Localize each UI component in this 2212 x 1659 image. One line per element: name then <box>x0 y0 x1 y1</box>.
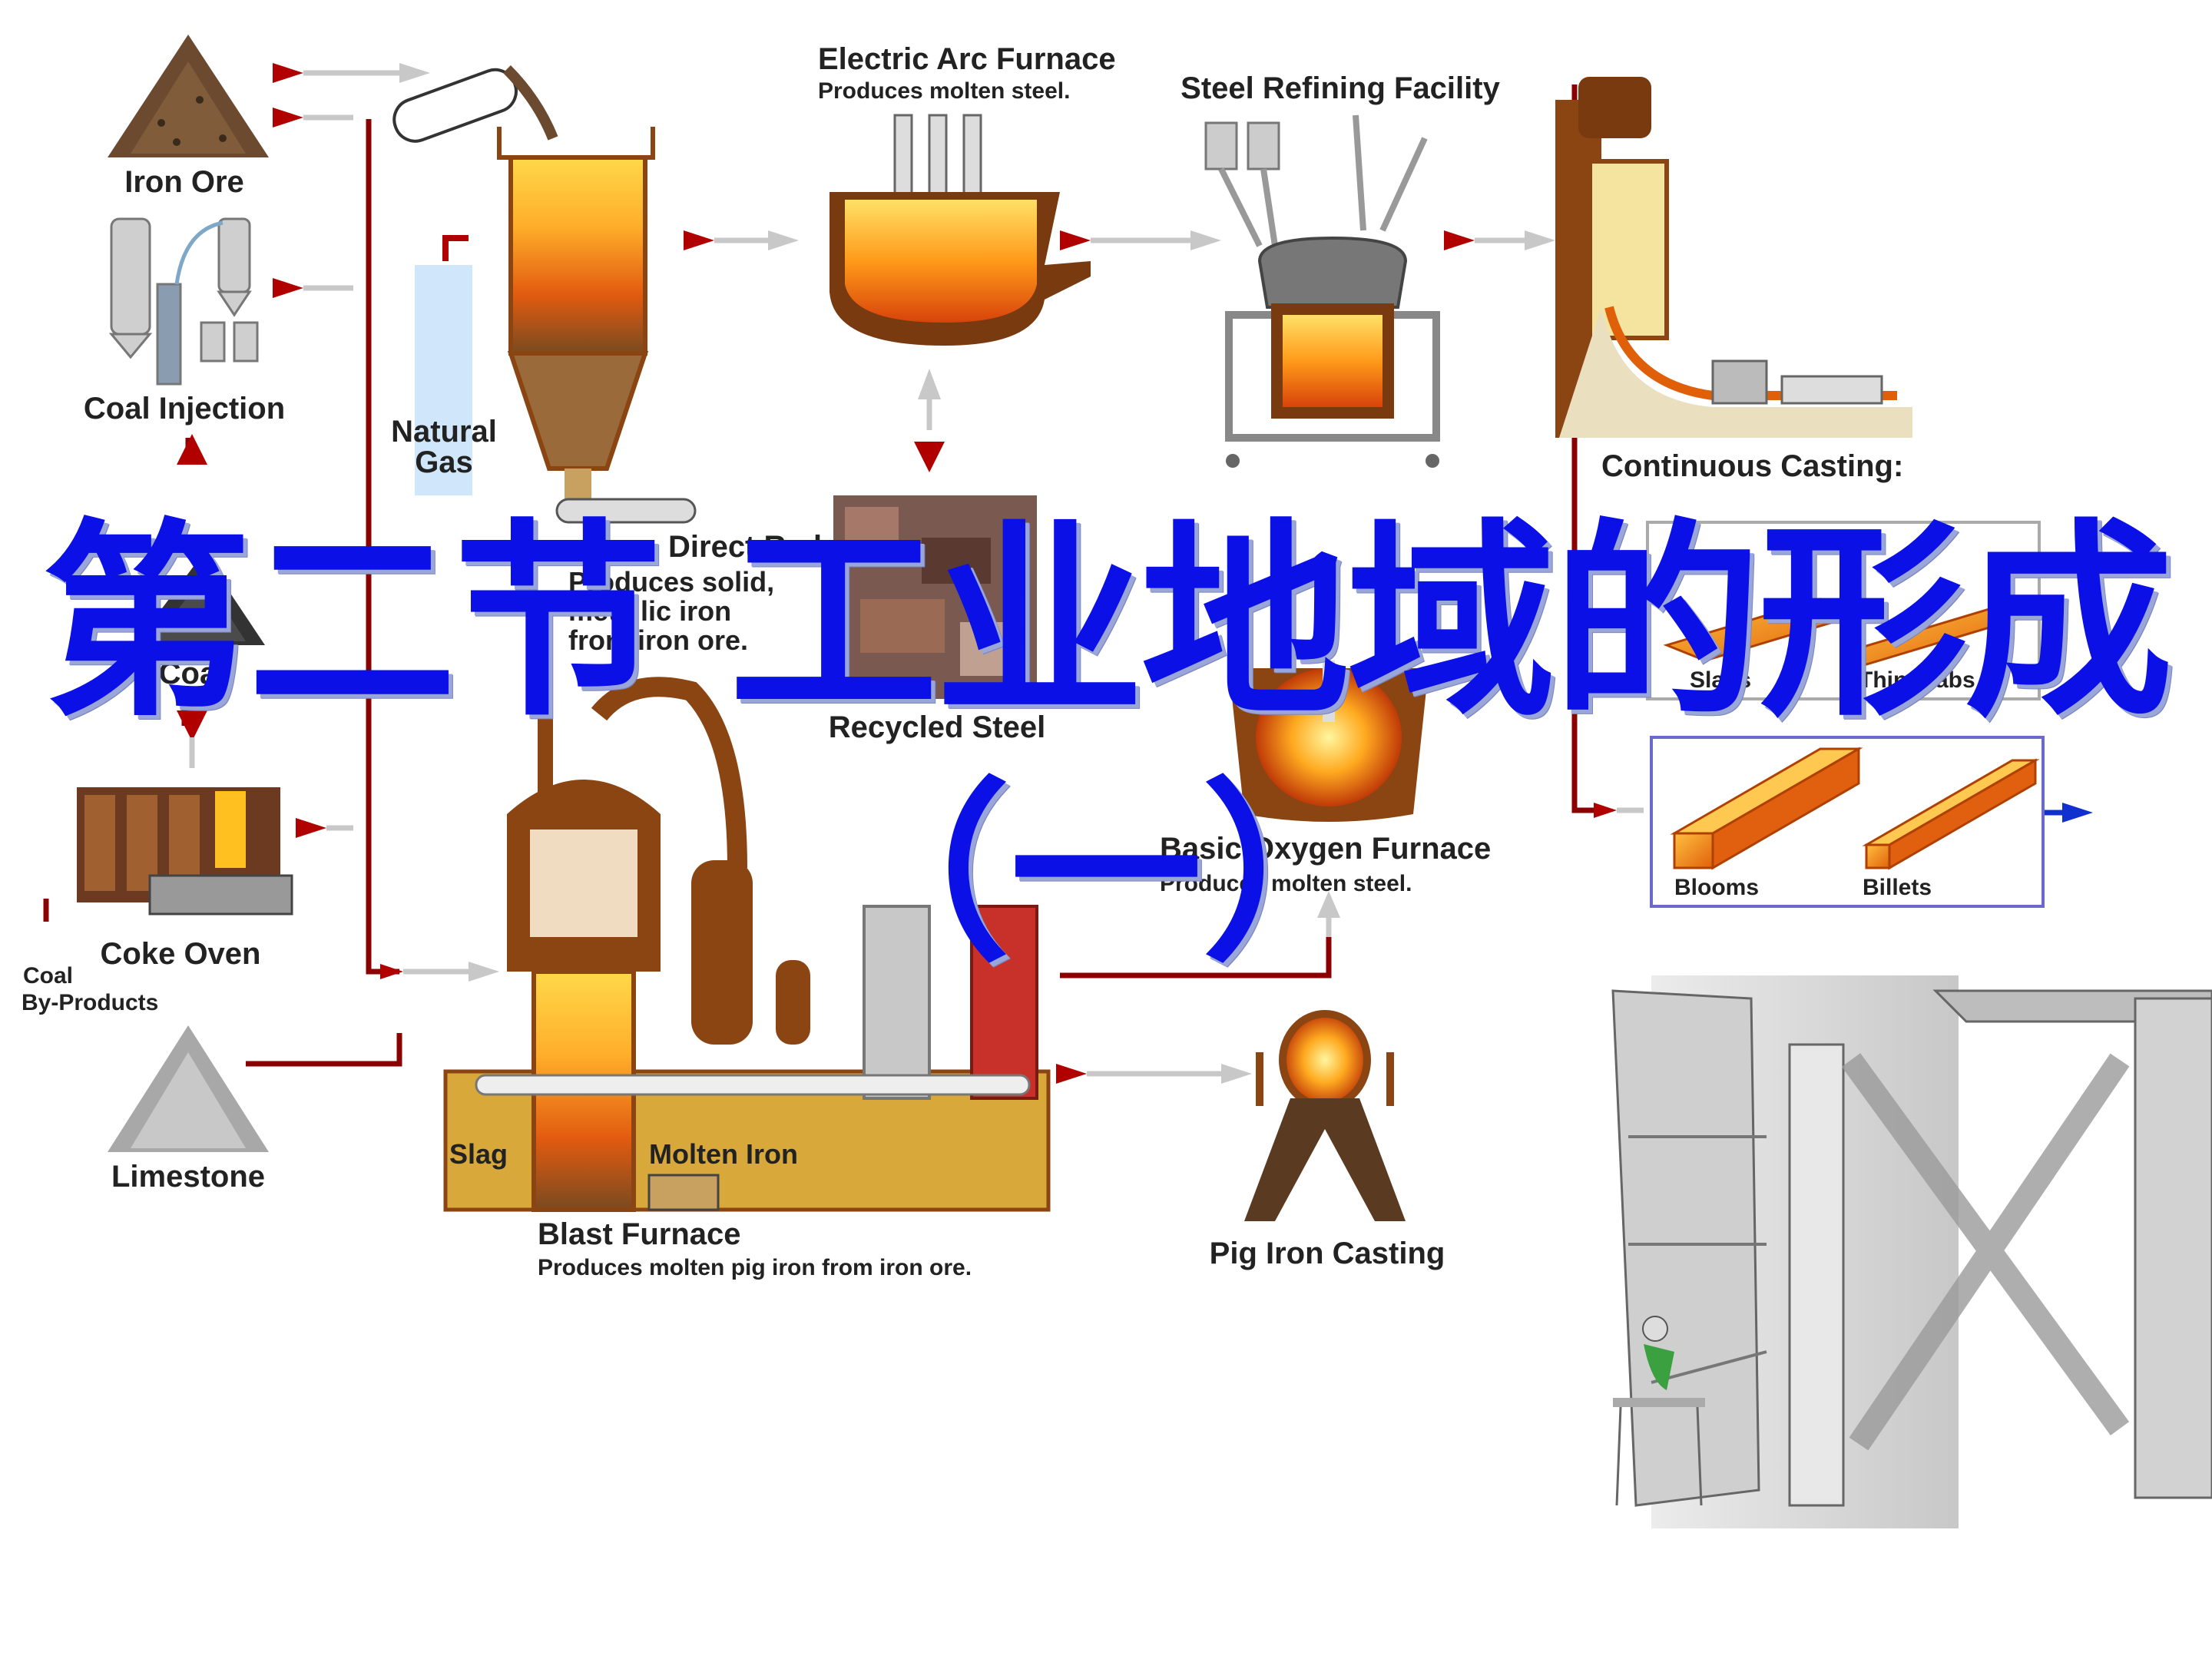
direct-reduction-desc-2: metallic iron <box>568 595 731 627</box>
coal-pile <box>134 553 265 645</box>
flow-arrows <box>177 63 2093 1084</box>
molten-iron-label: Molten Iron <box>649 1138 798 1170</box>
pig-iron-casting-machine <box>1244 1010 1406 1221</box>
electric-arc-furnace-label: Electric Arc Furnace <box>818 42 1116 76</box>
slag-label: Slag <box>449 1138 508 1170</box>
coal-injection-equipment <box>108 217 259 386</box>
coke-oven <box>77 787 293 916</box>
coke-oven-label: Coke Oven <box>101 937 261 971</box>
recycled-steel-scrap <box>833 495 1037 699</box>
coal-byproducts-label-line1: Coal <box>23 963 73 988</box>
billets-label: Billets <box>1863 875 1932 900</box>
natural-gas-flame <box>415 265 472 495</box>
natural-gas-label-line2: Gas <box>415 445 473 479</box>
recycled-steel-label: Recycled Steel <box>829 710 1045 744</box>
blast-furnace-label: Blast Furnace <box>538 1217 741 1251</box>
slabs-panel <box>1646 521 2041 700</box>
natural-gas-label-line1: Natural <box>391 415 497 449</box>
ore-conveyor <box>392 65 558 143</box>
direct-reduction-furnace <box>497 127 697 524</box>
coal-injection-label: Coal Injection <box>84 392 285 426</box>
iron-ore-pile <box>108 35 269 157</box>
limestone-pile <box>108 1025 269 1152</box>
steel-refining-facility <box>1204 114 1440 468</box>
blooms-billets-panel <box>1650 736 2045 908</box>
continuous-casting-label: Continuous Casting: <box>1601 449 1903 483</box>
basic-oxygen-furnace <box>1229 661 1429 822</box>
limestone-label: Limestone <box>111 1160 265 1194</box>
slide-title: 第二节 工业地域的形成 <box>41 502 2174 745</box>
blast-furnace <box>443 677 1051 1212</box>
direct-reduction-desc-1: Produces solid, <box>568 566 774 598</box>
slide-subtitle: （一） <box>818 763 1394 986</box>
electric-arc-furnace-desc: Produces molten steel. <box>818 78 1070 104</box>
thin-slabs-label: Thin Slabs <box>1859 667 1975 693</box>
pig-iron-casting-label: Pig Iron Casting <box>1210 1237 1445 1270</box>
blast-furnace-desc: Produces molten pig iron from iron ore. <box>538 1255 972 1280</box>
blooms-label: Blooms <box>1674 875 1759 900</box>
continuous-casting-machine <box>1555 77 1912 438</box>
steel-glyph-sculpture <box>1611 975 2212 1528</box>
steel-refining-label: Steel Refining Facility <box>1181 71 1500 105</box>
basic-oxygen-furnace-desc: Produces molten steel. <box>1160 871 1412 896</box>
iron-ore-label: Iron Ore <box>124 165 244 199</box>
slabs-label: Slabs <box>1690 667 1751 693</box>
coal-label: Coal <box>159 657 226 690</box>
electric-arc-furnace <box>830 114 1091 346</box>
basic-oxygen-furnace-label: Basic Oxygen Furnace <box>1160 832 1491 866</box>
coal-byproducts-label-line2: By-Products <box>22 990 158 1015</box>
direct-reduction-desc-3: from iron ore. <box>568 624 748 656</box>
